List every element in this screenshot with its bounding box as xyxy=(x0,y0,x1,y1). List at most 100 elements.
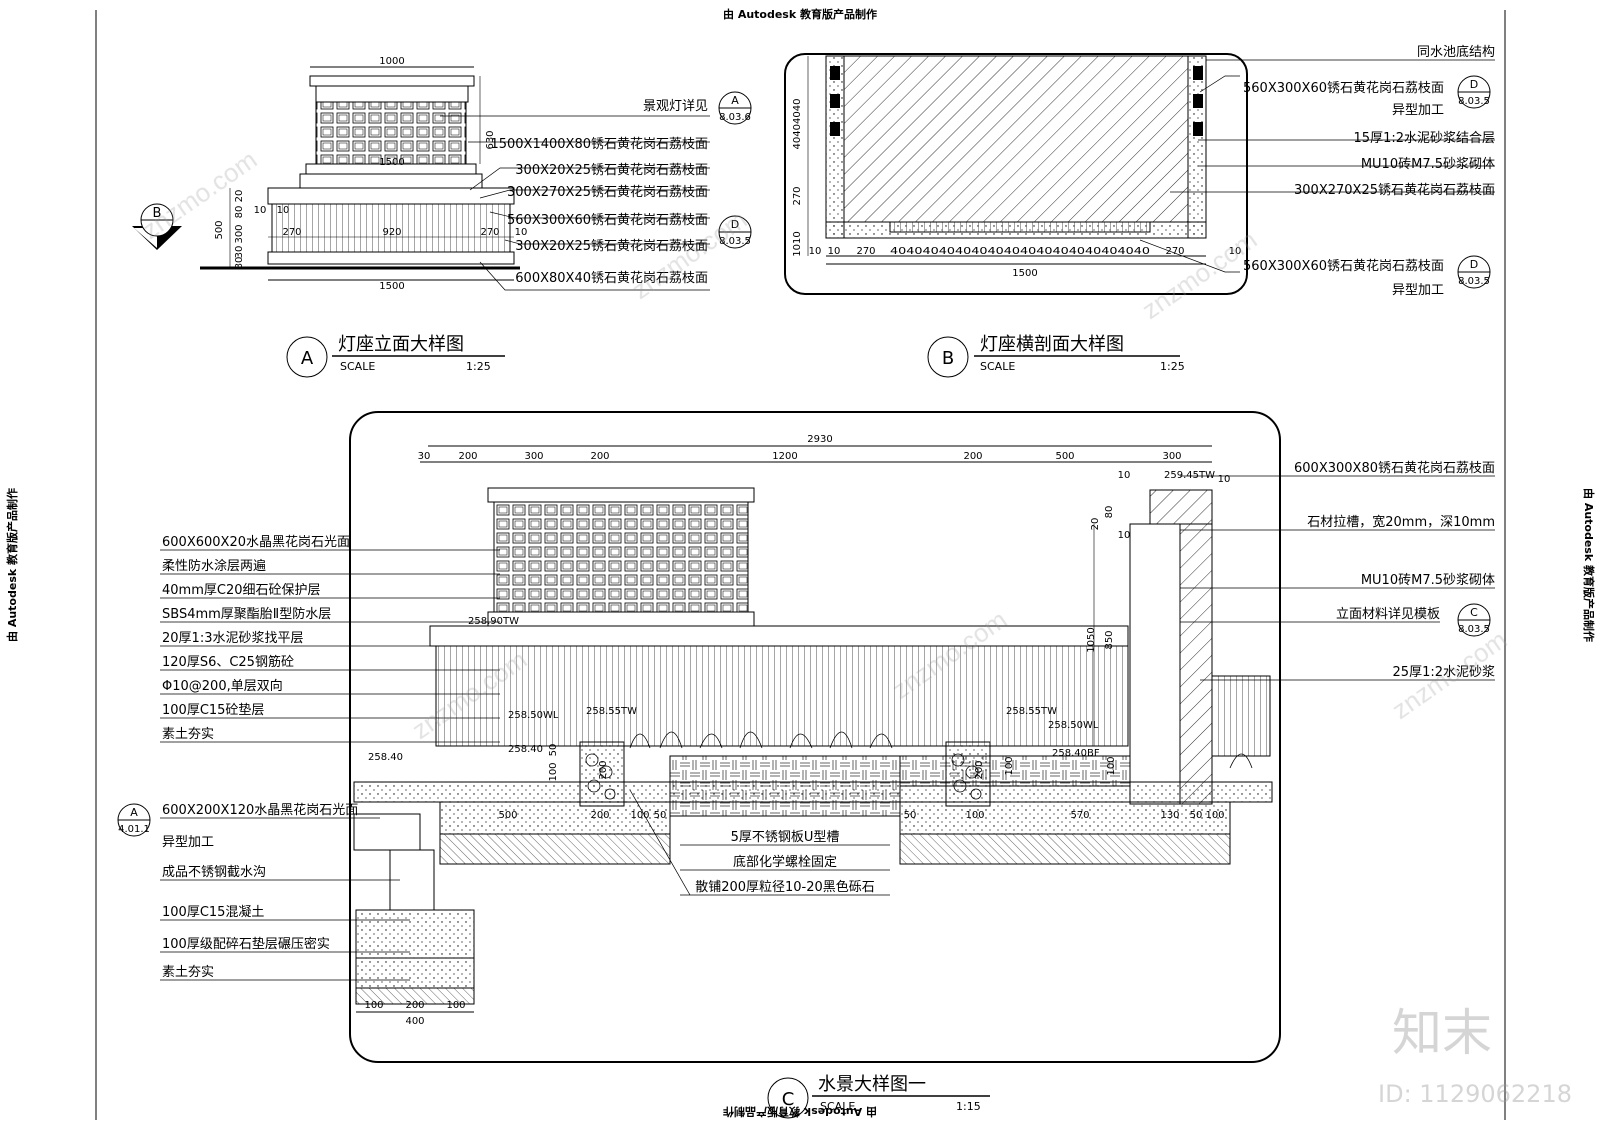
title-c-circle: C xyxy=(782,1089,795,1110)
dim-a-270b: 270 xyxy=(480,227,499,238)
callout-a-7: 600X80X40锈石黄花岗石荔枝面 xyxy=(515,270,708,286)
callout-c-l10: 600X200X120水晶黑花岗石光面 xyxy=(162,802,358,818)
level-c-2: 258.90TW xyxy=(468,616,519,627)
autodesk-note-bottom: 由 Autodesk 教育版产品制作 xyxy=(723,1105,877,1119)
title-c-scale: 1:15 xyxy=(956,1100,981,1113)
callout-b-4: 15厚1:2水泥砂浆结合层 xyxy=(1354,131,1495,146)
dim-b-v1010: 1010 xyxy=(792,231,803,256)
callout-c-l15: 素土夯实 xyxy=(162,965,214,980)
dim-a-270a: 270 xyxy=(282,227,301,238)
dim-c-b100c: 100 xyxy=(1205,810,1224,821)
dim-c-v200a: 200 xyxy=(598,760,609,779)
title-a-scale: 1:25 xyxy=(466,360,491,373)
dim-b-v400: 40404040 xyxy=(792,99,803,150)
dim-b-bottom: 1500 xyxy=(1012,268,1037,279)
callout-b-8: 异型加工 xyxy=(1392,283,1444,298)
watermark-id: ID: 1129062218 xyxy=(1378,1080,1572,1108)
dim-a-v20: 20 xyxy=(234,190,245,203)
dim-a-10b: 10 xyxy=(277,205,290,216)
callout-c-c2: 底部化学螺栓固定 xyxy=(733,854,837,870)
callout-c-r1: 600X300X80锈石黄花岗石荔枝面 xyxy=(1294,460,1495,476)
dim-b-270a: 270 xyxy=(856,246,875,257)
callout-c-l11: 异型加工 xyxy=(162,835,214,850)
title-a-circle: A xyxy=(301,348,314,369)
watermark-logo-text: 知末 xyxy=(1392,1004,1492,1062)
ref-b2-bottom: 8.03.5 xyxy=(1458,276,1490,287)
dim-a-mid: 1500 xyxy=(379,157,404,168)
dim-c-f200: 200 xyxy=(405,1000,424,1011)
title-c: 水景大样图一 xyxy=(818,1074,926,1095)
dim-a-v300: 300 xyxy=(234,224,245,243)
watermark-site-3: znzmo.com xyxy=(1136,224,1262,325)
dim-c-b570: 570 xyxy=(1070,810,1089,821)
title-c-scale-label: SCALE xyxy=(820,1100,855,1113)
dim-c-1200: 1200 xyxy=(772,451,797,462)
title-a-scale-label: SCALE xyxy=(340,360,375,373)
watermark-logo: 知末 ID: 1129062218 xyxy=(1378,1004,1572,1108)
callout-c-l14: 100厚级配碎石垫层碾压密实 xyxy=(162,936,330,952)
ref-a2-bottom: 8.03.5 xyxy=(719,236,751,247)
dim-b-10b: 10 xyxy=(828,246,841,257)
dim-c-f100b: 100 xyxy=(446,1000,465,1011)
dim-b-10a: 10 xyxy=(809,246,822,257)
dim-c-500: 500 xyxy=(1055,451,1074,462)
callout-c-l6: 120厚S6、C25钢筋砼 xyxy=(162,654,294,670)
drawing-a-elevation: B 1000 1500 1500 270 920 270 10 10 10 50… xyxy=(132,56,752,378)
callout-c-l13: 100厚C15混凝土 xyxy=(162,904,264,920)
dim-c-v20: 20 xyxy=(1090,518,1101,531)
ref-b2-top: D xyxy=(1470,258,1478,271)
dim-a-v630: 630 xyxy=(485,130,496,149)
autodesk-note-left: 由 Autodesk 教育版产品制作 xyxy=(5,488,19,642)
callout-c-l5: 20厚1:3水泥砂浆找平层 xyxy=(162,631,303,646)
callout-b-5: MU10砖M7.5砂浆砌体 xyxy=(1361,157,1495,172)
dim-c-b50a: 50 xyxy=(654,810,667,821)
dim-c-200b: 200 xyxy=(590,451,609,462)
drawing-c-waterfeature: 2930 30 200 300 200 1200 200 500 300 xyxy=(117,411,1495,1119)
callout-c-l2: 柔性防水涂层两遍 xyxy=(162,558,266,574)
dim-c-v10b: 10 xyxy=(1118,530,1131,541)
ref-c-right-bottom: 8.03.5 xyxy=(1458,624,1490,635)
callout-c-l9: 素土夯实 xyxy=(162,727,214,742)
callout-c-c1: 5厚不锈钢板U型槽 xyxy=(731,830,840,845)
dim-c-v100b: 100 xyxy=(1004,756,1015,775)
callout-a-6: 300X20X25锈石黄花岗石荔枝面 xyxy=(515,238,708,254)
level-c-8: 258.50WL xyxy=(1048,720,1099,731)
dim-b-270b: 270 xyxy=(1165,246,1184,257)
level-c-5: 258.40 xyxy=(508,744,543,755)
callout-b-2: 560X300X60锈石黄花岗石荔枝面 xyxy=(1243,80,1444,96)
dim-b-v270: 270 xyxy=(792,186,803,205)
callout-c-r4: 立面材料详见模板 xyxy=(1336,607,1440,622)
dim-c-300a: 300 xyxy=(524,451,543,462)
callout-a-5: 560X300X60锈石黄花岗石荔枝面 xyxy=(507,212,708,228)
callout-a-4: 300X270X25锈石黄花岗石荔枝面 xyxy=(507,184,708,200)
dim-c-b200: 200 xyxy=(590,810,609,821)
dim-c-b500: 500 xyxy=(498,810,517,821)
dim-a-bottom: 1500 xyxy=(379,281,404,292)
dim-c-v200b: 200 xyxy=(974,760,985,779)
dim-a-v80b: 80 xyxy=(234,257,245,270)
dim-c-b100b: 100 xyxy=(965,810,984,821)
ref-a1-top: A xyxy=(731,94,739,107)
callout-c-r5: 25厚1:2水泥砂浆 xyxy=(1393,665,1495,680)
callout-c-r3: MU10砖M7.5砂浆砌体 xyxy=(1361,573,1495,588)
callout-a-1: 景观灯详见 xyxy=(643,99,708,114)
callout-b-6: 300X270X25锈石黄花岗石荔枝面 xyxy=(1294,182,1495,198)
ref-c-left-bottom: 4.01.1 xyxy=(118,824,150,835)
level-c-6: 258.40 xyxy=(368,752,403,763)
dim-c-v10a: 10 xyxy=(1118,470,1131,481)
dim-c-b50b: 50 xyxy=(904,810,917,821)
ref-c-right-top: C xyxy=(1470,606,1478,619)
dim-c-v100a: 100 xyxy=(548,762,559,781)
dim-c-b100a: 100 xyxy=(630,810,649,821)
level-c-3: 258.50WL xyxy=(508,710,559,721)
callout-c-l1: 600X600X20水晶黑花岗石光面 xyxy=(162,534,350,550)
callout-a-3: 300X20X25锈石黄花岗石荔枝面 xyxy=(515,162,708,178)
level-c-7: 258.55TW xyxy=(1006,706,1057,717)
level-c-4: 258.55TW xyxy=(586,706,637,717)
autodesk-note-top: 由 Autodesk 教育版产品制作 xyxy=(723,7,877,21)
dim-c-v80: 80 xyxy=(1104,506,1115,519)
dim-c-v100c: 100 xyxy=(1106,756,1117,775)
autodesk-note-right: 由 Autodesk 教育版产品制作 xyxy=(1582,488,1596,642)
dim-b-seq: 40404040404040404040404040404040 xyxy=(890,246,1150,257)
callout-c-r2: 石材拉槽，宽20mm，深10mm xyxy=(1307,514,1495,530)
